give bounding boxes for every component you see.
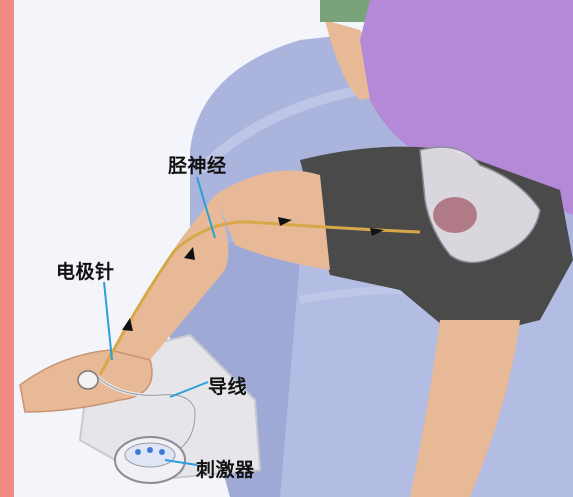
tibial-nerve-label: 胫神经 (168, 151, 227, 178)
held-object (320, 0, 370, 22)
stimulator-device (115, 437, 185, 483)
stimulator-label: 刺激器 (196, 455, 255, 482)
electrode-pad (78, 371, 98, 389)
electrode-needle-label: 电极针 (56, 257, 115, 284)
lead-wire-label: 导线 (208, 372, 247, 399)
